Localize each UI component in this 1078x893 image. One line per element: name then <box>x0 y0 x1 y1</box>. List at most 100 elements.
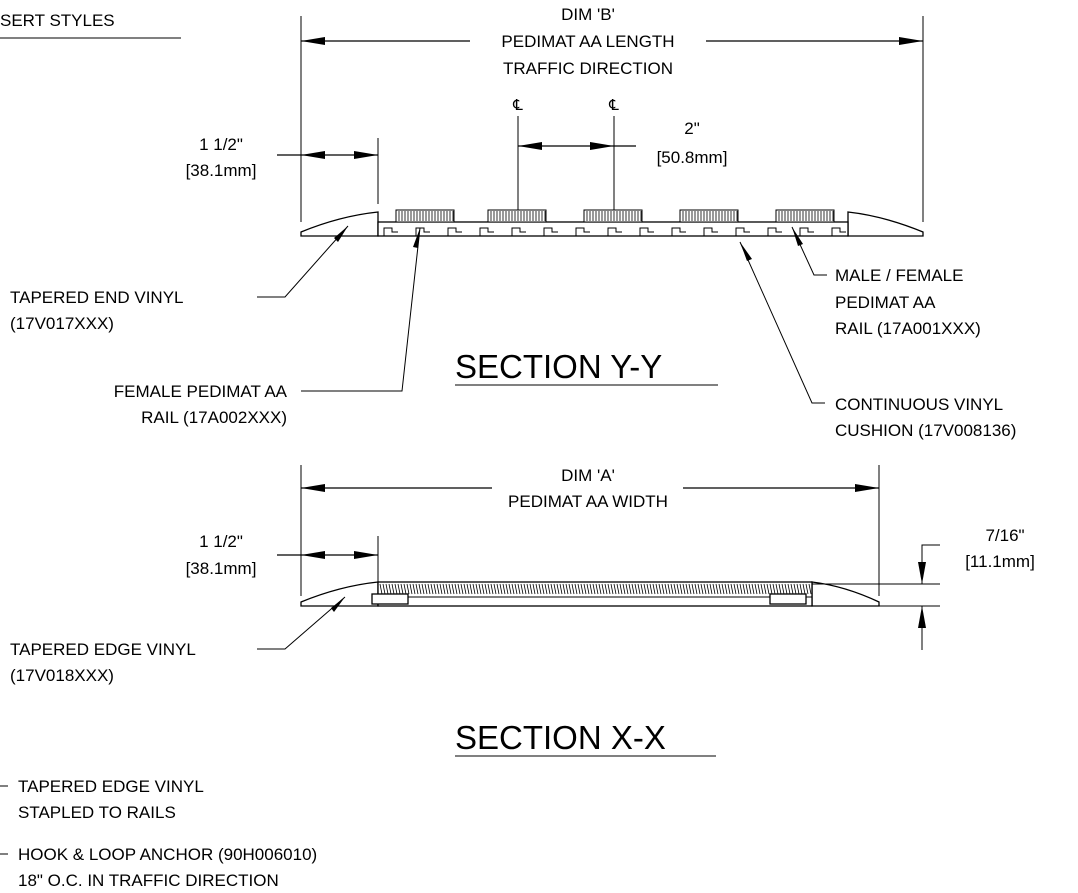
bristle-stroke <box>772 583 776 595</box>
bristle-stroke <box>679 583 683 595</box>
tapered-end-vinyl-left <box>300 211 379 237</box>
bristle-stroke <box>637 583 641 595</box>
leader-tapered-end <box>257 225 349 298</box>
bristle-stroke <box>667 583 671 595</box>
bristle-stroke <box>778 583 782 595</box>
bristle-stroke <box>559 583 563 595</box>
bristle-stroke <box>379 583 383 595</box>
bristle-stroke <box>553 583 557 595</box>
dim-b-direction: TRAFFIC DIRECTION <box>503 59 673 78</box>
callout-female-line2: RAIL (17A002XXX) <box>141 408 287 427</box>
callout-tapered-end-line1: TAPERED END VINYL <box>10 288 184 307</box>
xx-left-dim-imperial: 1 1/2" <box>199 532 243 551</box>
bristle-stroke <box>403 583 407 595</box>
rail-interlock <box>607 227 622 236</box>
bristle-stroke <box>661 583 665 595</box>
bristle-stroke <box>439 583 443 595</box>
bristle-stroke <box>745 583 749 595</box>
rail-interlock <box>415 227 430 236</box>
bristle-stroke <box>736 583 740 595</box>
height-dim-metric: [11.1mm] <box>965 552 1035 571</box>
rail-interlock <box>671 227 686 236</box>
bristle-stroke <box>526 583 530 595</box>
bristle-stroke <box>514 583 518 595</box>
callout-cushion-line2: CUSHION (17V008136) <box>835 421 1016 440</box>
rail-interlock <box>799 227 814 236</box>
bristle-stroke <box>616 583 620 595</box>
rail-interlock <box>639 227 654 236</box>
xx-rail-end-left <box>371 593 409 605</box>
bristle-stroke <box>763 583 767 595</box>
bristle-stroke <box>760 583 764 595</box>
leader-female-rail <box>301 227 421 392</box>
rail-interlock <box>383 227 398 236</box>
bristle-stroke <box>652 583 656 595</box>
bristle-stroke <box>688 583 692 595</box>
notes: TAPERED EDGE VINYL STAPLED TO RAILS HOOK… <box>0 777 317 890</box>
dim-a-label: DIM 'A' <box>561 466 615 485</box>
note-2-line1: HOOK & LOOP ANCHOR (90H006010) <box>18 845 317 864</box>
section-xx: DIM 'A' PEDIMAT AA WIDTH 1 1/2" [38.1mm]… <box>10 465 1035 757</box>
bristle-stroke <box>664 583 668 595</box>
bristle-stroke <box>619 583 623 595</box>
dim-b-sublabel: PEDIMAT AA LENGTH <box>501 32 674 51</box>
bristle-stroke <box>610 583 614 595</box>
bristle-stroke <box>601 583 605 595</box>
rail-interlock <box>479 227 494 236</box>
bristle-stroke <box>598 583 602 595</box>
callout-cushion-line1: CONTINUOUS VINYL <box>835 395 1003 414</box>
bristle-stroke <box>721 583 725 595</box>
bristle-stroke <box>427 583 431 595</box>
bristle-stroke <box>742 583 746 595</box>
rail-interlock <box>447 227 462 236</box>
rail-interlock <box>831 227 846 236</box>
centerline-symbol-left: ℄ <box>512 97 523 114</box>
bristle-stroke <box>466 583 470 595</box>
bristle-stroke <box>733 583 737 595</box>
leader-tapered-edge <box>257 596 346 650</box>
dim-b-arrow-left <box>301 37 325 45</box>
leader-tapered-end-arrow <box>334 226 348 242</box>
leader-male-female-arrow <box>792 227 803 246</box>
bristle-stroke <box>808 583 812 595</box>
bristle-stroke <box>451 583 455 595</box>
note-2-line2: 18" O.C. IN TRAFFIC DIRECTION <box>18 871 279 890</box>
tapered-edge-vinyl-right <box>811 581 880 607</box>
bristle-stroke <box>511 583 515 595</box>
callout-female-line1: FEMALE PEDIMAT AA <box>114 382 288 401</box>
header-fragment: SERT STYLES <box>0 11 115 30</box>
bristle-stroke <box>592 583 596 595</box>
bristle-stroke <box>574 583 578 595</box>
bristle-stroke <box>730 583 734 595</box>
bristle-stroke <box>565 583 569 595</box>
section-yy-title: SECTION Y-Y <box>455 348 662 385</box>
dim-a-arrow-right <box>855 484 879 492</box>
bristle-stroke <box>793 583 797 595</box>
rail-interlock <box>767 227 782 236</box>
rail-profile-details <box>383 227 846 236</box>
bristle-stroke <box>493 583 497 595</box>
bristle-stroke <box>586 583 590 595</box>
bristle-stroke <box>787 583 791 595</box>
bristle-stroke <box>748 583 752 595</box>
bristle-stroke <box>715 583 719 595</box>
bristle-stroke <box>475 583 479 595</box>
bristle-stroke <box>583 583 587 595</box>
bristle-stroke <box>640 583 644 595</box>
bristle-stroke <box>463 583 467 595</box>
bristle-stroke <box>571 583 575 595</box>
bristle-stroke <box>799 583 803 595</box>
bristle-stroke <box>685 583 689 595</box>
bristle-stroke <box>502 583 506 595</box>
bristle-stroke <box>418 583 422 595</box>
bristle-stroke <box>547 583 551 595</box>
bristle-stroke <box>739 583 743 595</box>
bristle-stroke <box>622 583 626 595</box>
bristle-stroke <box>607 583 611 595</box>
bristle-stroke <box>697 583 701 595</box>
bristle-stroke <box>769 583 773 595</box>
bristle-stroke <box>424 583 428 595</box>
bristle-stroke <box>517 583 521 595</box>
bristle-stroke <box>529 583 533 595</box>
bristle-stroke <box>784 583 788 595</box>
